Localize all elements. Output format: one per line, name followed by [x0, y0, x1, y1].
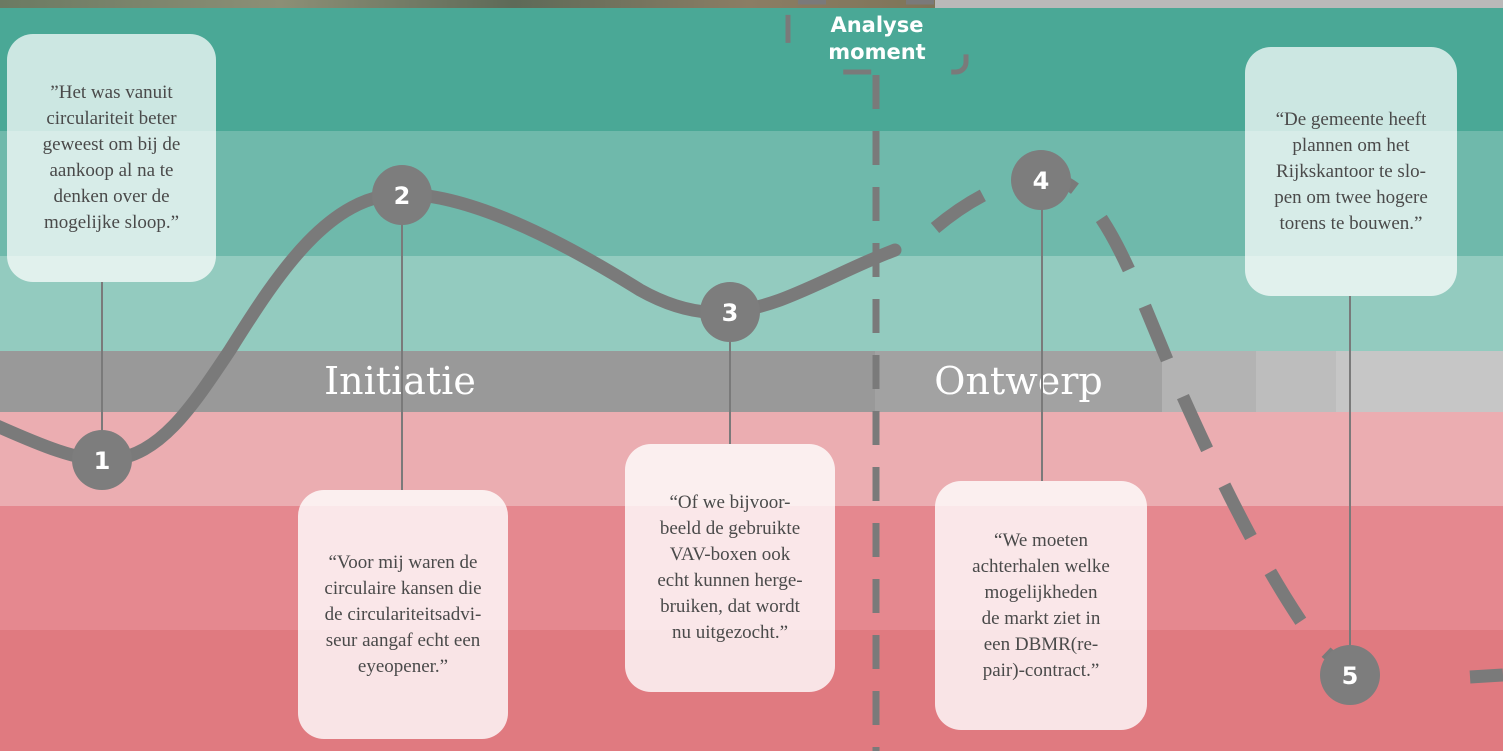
quote-line: “Voor mij waren de: [328, 551, 478, 573]
marker-3-number: 3: [722, 299, 739, 327]
quote-line: pair)-contract.”: [982, 659, 1100, 681]
phase-label-ontwerp: Ontwerp: [934, 359, 1103, 403]
quote-line: VAV-boxen ook: [669, 544, 791, 565]
marker-2: 2: [372, 165, 432, 225]
quote-line: beeld de gebruikte: [659, 518, 801, 539]
analyse-label-line2: moment: [828, 40, 926, 64]
quote-line: pen om twee hogere: [1274, 186, 1428, 208]
quote-line: torens te bouwen.”: [1279, 212, 1423, 234]
quote-bubble-4: “We moeten achterhalen welke mogelijkheden…: [935, 481, 1147, 730]
experience-curve: [0, 187, 902, 467]
quote-text: ”Het was vanuit circulariteit beter gewees…: [43, 80, 181, 236]
quote-line: circulaire kansen die: [324, 577, 482, 599]
quote-line: bruiken, dat wordt: [660, 596, 800, 617]
marker-4-number: 4: [1033, 167, 1050, 195]
quote-line: geweest om bij de: [42, 134, 181, 155]
marker-4: 4: [1011, 150, 1071, 210]
quote-line: een DBMR(re-: [983, 633, 1099, 655]
analyse-label-line1: Analyse: [830, 13, 924, 37]
marker-1: 1: [72, 430, 132, 490]
photo-strip-right: [935, 0, 1503, 8]
phase-bar-segment-3: [1162, 351, 1256, 412]
quote-text: “Voor mij waren de circulaire kansen die d…: [324, 550, 481, 680]
quote-line: mogelijkheden: [984, 581, 1098, 603]
marker-5-number: 5: [1342, 662, 1359, 690]
quote-line: seur aangaf echt een: [325, 629, 481, 651]
quote-line: ”Het was vanuit: [50, 82, 173, 103]
quote-bubble-1: ”Het was vanuit circulariteit beter gewees…: [7, 34, 216, 282]
marker-5: 5: [1320, 645, 1380, 705]
quote-text: “We moeten achterhalen welke mogelijkheden…: [972, 528, 1110, 684]
quote-line: “We moeten: [994, 529, 1088, 551]
marker-2-number: 2: [394, 182, 411, 210]
phase-bar-ontwerp: [875, 351, 1162, 412]
quote-line: nu uitgezocht.”: [671, 622, 789, 643]
quote-line: mogelijke sloop.”: [43, 212, 180, 233]
analyse-frame: [785, 0, 969, 75]
phase-label-initiatie: Initiatie: [324, 359, 476, 403]
quote-line: denken over de: [53, 186, 170, 207]
quote-line: eyeopener.”: [357, 655, 449, 677]
quote-line: aankoop al na te: [49, 160, 174, 181]
expected-curve: [930, 170, 1395, 683]
quote-line: achterhalen welke: [972, 555, 1110, 577]
quote-line: echt kunnen herge-: [657, 570, 803, 591]
quote-line: circulariteit beter: [46, 108, 177, 129]
phase-bar-segment-5: [1336, 351, 1503, 412]
marker-3: 3: [700, 282, 760, 342]
expected-curve-tail: [1469, 668, 1503, 684]
photo-strip: [0, 0, 935, 8]
quote-line: “De gemeente heeft: [1275, 108, 1427, 130]
quote-line: Rijkskantoor te slo-: [1276, 160, 1426, 182]
quote-bubble-2: “Voor mij waren de circulaire kansen die d…: [298, 490, 508, 739]
analyse-moment-label: Analyse moment: [794, 12, 960, 66]
quote-line: plannen om het: [1292, 134, 1410, 156]
quote-line: de circulariteitsadvi-: [324, 603, 482, 625]
quote-line: de markt ziet in: [981, 607, 1101, 629]
quote-line: “Of we bijvoor-: [669, 492, 791, 513]
marker-1-number: 1: [94, 447, 111, 475]
phase-bar-segment-4: [1256, 351, 1336, 412]
